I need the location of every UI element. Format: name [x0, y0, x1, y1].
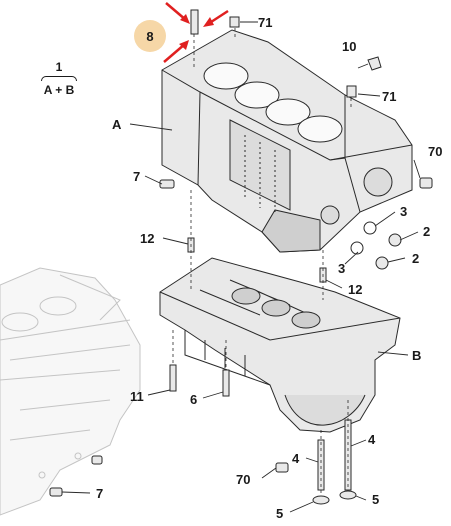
seal-3-upper [363, 221, 377, 235]
callout-12-left[interactable]: 12 [140, 231, 155, 246]
plug-71-top [229, 16, 240, 28]
callout-6[interactable]: 6 [190, 392, 198, 407]
callout-70-bottom[interactable]: 70 [236, 472, 251, 487]
callout-5-right[interactable]: 5 [372, 492, 380, 507]
seal-3-lower [350, 241, 364, 255]
callout-2-lower[interactable]: 2 [412, 251, 420, 266]
callout-B[interactable]: B [412, 348, 422, 363]
callout-3-lower[interactable]: 3 [338, 261, 346, 276]
callout-A[interactable]: A [112, 117, 122, 132]
pin-7-upper [159, 179, 175, 189]
callout-4-right[interactable]: 4 [368, 432, 376, 447]
washer-5-right [339, 490, 357, 500]
callout-4-left[interactable]: 4 [292, 451, 300, 466]
crankcase-B [159, 257, 401, 433]
pin-7-ghost [91, 455, 103, 465]
bolt-4-left [317, 439, 325, 491]
plug-71-right [346, 85, 357, 98]
callout-11[interactable]: 11 [130, 389, 144, 404]
leader-lines [61, 21, 421, 513]
assembly-parts: A + B [43, 83, 75, 97]
assembly-legend: 1 A + B [37, 60, 81, 97]
sensor-10 [367, 56, 382, 71]
assembly-brace [41, 76, 77, 81]
pointer-arrows [163, 2, 229, 63]
callout-70-right[interactable]: 70 [428, 144, 443, 159]
small-parts [49, 9, 433, 505]
callout-2-upper[interactable]: 2 [423, 224, 431, 239]
callout-7-lower[interactable]: 7 [96, 486, 104, 501]
bolt-6 [222, 369, 230, 397]
plug-2-upper [388, 233, 402, 247]
plug-70-right [419, 177, 433, 189]
plug-2-lower [375, 256, 389, 270]
callout-10[interactable]: 10 [342, 39, 357, 54]
alignment-lines [172, 28, 352, 495]
callout-7-upper[interactable]: 7 [133, 169, 141, 184]
ghost-engine-block [0, 267, 141, 516]
plug-70-bottom [275, 462, 289, 473]
pin-7-lower [49, 487, 63, 497]
callout-71-top[interactable]: 71 [258, 15, 273, 30]
callout-5-left[interactable]: 5 [276, 506, 284, 521]
washer-5-left [312, 495, 330, 505]
highlight-callout-8[interactable]: 8 [134, 20, 166, 52]
callout-3-upper[interactable]: 3 [400, 204, 408, 219]
callout-12-right[interactable]: 12 [348, 282, 363, 297]
assembly-number: 1 [55, 60, 63, 74]
cylinder-block-A [161, 29, 413, 253]
callout-71-right[interactable]: 71 [382, 89, 397, 104]
dowel-pin-8 [190, 9, 199, 35]
bolt-11 [169, 364, 177, 392]
